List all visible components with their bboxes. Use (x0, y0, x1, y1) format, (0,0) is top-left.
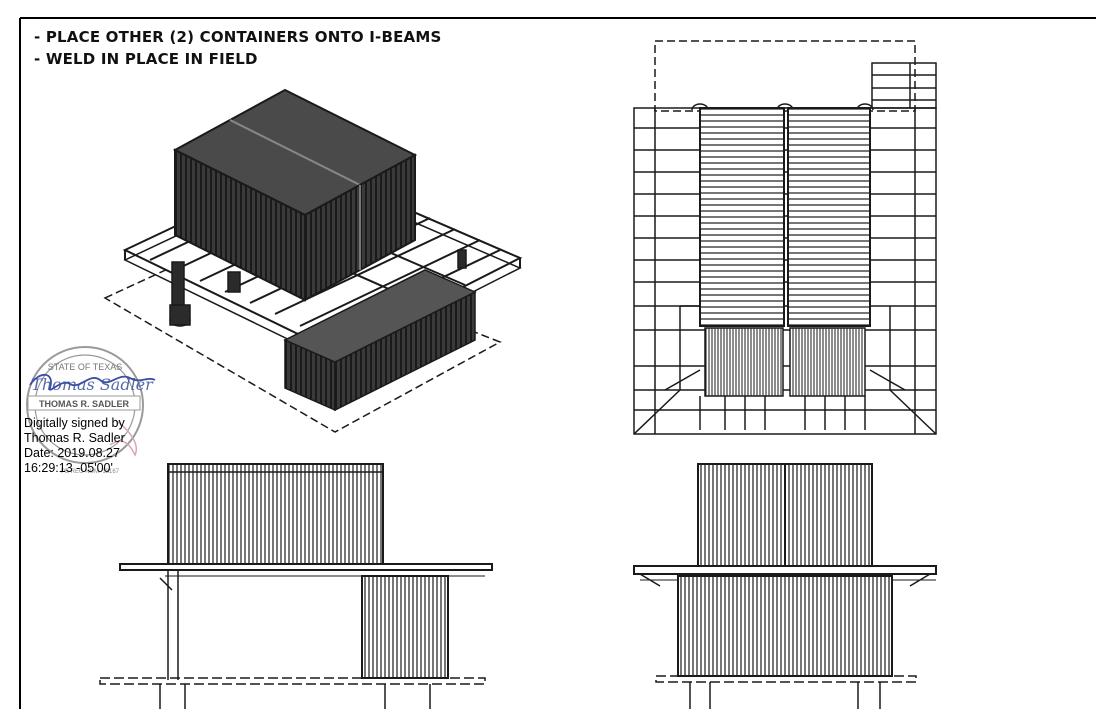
seal-pink-mark (109, 419, 137, 457)
plan-bracing (633, 305, 937, 435)
pe-seal: THOMAS R. SADLER STATE OF TEXAS PE REG N… (26, 346, 156, 475)
sheet-border (19, 17, 1096, 709)
plan-ladder (871, 62, 937, 109)
plan-lower-container (704, 327, 866, 397)
end-upper-container-right (784, 463, 873, 567)
digital-signature-line-4: 16:29:13 -05'00' (24, 461, 113, 475)
side-elevation (99, 463, 493, 709)
digital-signature-block: Digitally signed by Thomas R. Sadler Dat… (24, 416, 125, 476)
end-footing (655, 675, 917, 683)
isometric-view (103, 88, 523, 433)
plan-upper-containers (699, 107, 871, 327)
end-elevation (633, 463, 937, 709)
plan-bottom-studs (699, 396, 866, 430)
seal-name: THOMAS R. SADLER (39, 399, 130, 409)
side-upper-container (167, 463, 384, 565)
seal-reg-text: PE REG NUM. 13167 (61, 469, 120, 475)
signature-script: Thomas Sadler (31, 375, 154, 394)
handwritten-signature (29, 373, 156, 391)
note-line-2: - WELD IN PLACE IN FIELD (34, 50, 258, 68)
side-lower-container (361, 575, 449, 679)
iso-lower-container (283, 269, 477, 412)
iso-upper-containers (172, 88, 418, 302)
side-deck-beam (119, 563, 493, 571)
side-footing (99, 677, 486, 685)
end-upper-container-left (697, 463, 786, 567)
end-deck-beam (633, 565, 937, 575)
side-column (159, 570, 179, 680)
end-lower-container (677, 575, 893, 677)
digital-signature-line-3: Date: 2019.08.27 (24, 446, 120, 460)
plan-view (633, 40, 937, 435)
seal-top-text: STATE OF TEXAS (48, 362, 123, 372)
iso-dashed-footprint (103, 237, 502, 433)
digital-signature-line-2: Thomas R. Sadler (24, 431, 125, 445)
note-line-1: - PLACE OTHER (2) CONTAINERS ONTO I-BEAM… (34, 28, 442, 46)
iso-columns (169, 249, 467, 327)
digital-signature-line-1: Digitally signed by (24, 416, 125, 430)
